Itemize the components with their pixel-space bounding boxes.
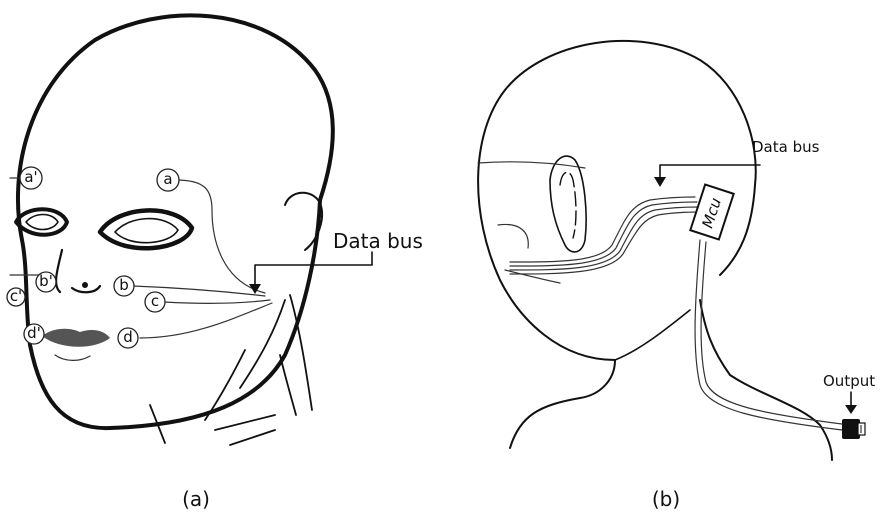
panel-a: Data bus a' a b' b c c' d' d (a) [7, 15, 423, 511]
caption-b: (b) [652, 487, 680, 511]
left-eye-a [16, 209, 67, 235]
sensor-d: d [118, 328, 138, 348]
output-arrowhead [845, 405, 857, 414]
sensor-b: b [114, 276, 134, 296]
right-eye-a [100, 210, 192, 248]
svg-text:a': a' [24, 168, 37, 186]
usb-plug-icon [842, 419, 865, 439]
panel-b: Mcu Data bus Output (b) [478, 41, 875, 511]
data-bus-label-a: Data bus [333, 229, 423, 253]
sensor-wires-a [10, 178, 272, 338]
svg-text:b: b [119, 276, 129, 294]
svg-text:a: a [163, 170, 172, 188]
svg-text:c': c' [10, 287, 22, 305]
sensor-c: c [145, 292, 165, 312]
nose-a [56, 250, 100, 292]
caption-a: (a) [182, 487, 210, 511]
ear-b [550, 156, 586, 252]
sensor-a-prime: a' [20, 167, 42, 189]
jaw-b [615, 310, 690, 360]
svg-text:d': d' [27, 324, 41, 342]
sensor-b-prime: b' [36, 272, 56, 292]
head-outline-b [478, 41, 756, 448]
mcu-box: Mcu [690, 185, 733, 240]
data-bus-arrow-a [249, 284, 261, 294]
svg-text:c: c [151, 292, 159, 310]
svg-text:b': b' [39, 272, 53, 290]
svg-text:d: d [123, 328, 133, 346]
nostril-a [82, 282, 88, 288]
sensor-a: a [157, 169, 179, 191]
neck-back-b [700, 300, 832, 460]
lips-a [42, 329, 110, 347]
data-bus-arrow-b [654, 177, 666, 187]
data-bus-label-b: Data bus [752, 138, 820, 156]
output-cable-b [695, 240, 842, 430]
data-bus-bundle-b [510, 197, 701, 274]
sensor-c-prime: c' [7, 287, 25, 306]
data-bus-leader-b [660, 165, 760, 180]
sensor-d-prime: d' [24, 324, 44, 344]
output-label: Output [823, 372, 875, 390]
chin-line-a [55, 355, 90, 360]
